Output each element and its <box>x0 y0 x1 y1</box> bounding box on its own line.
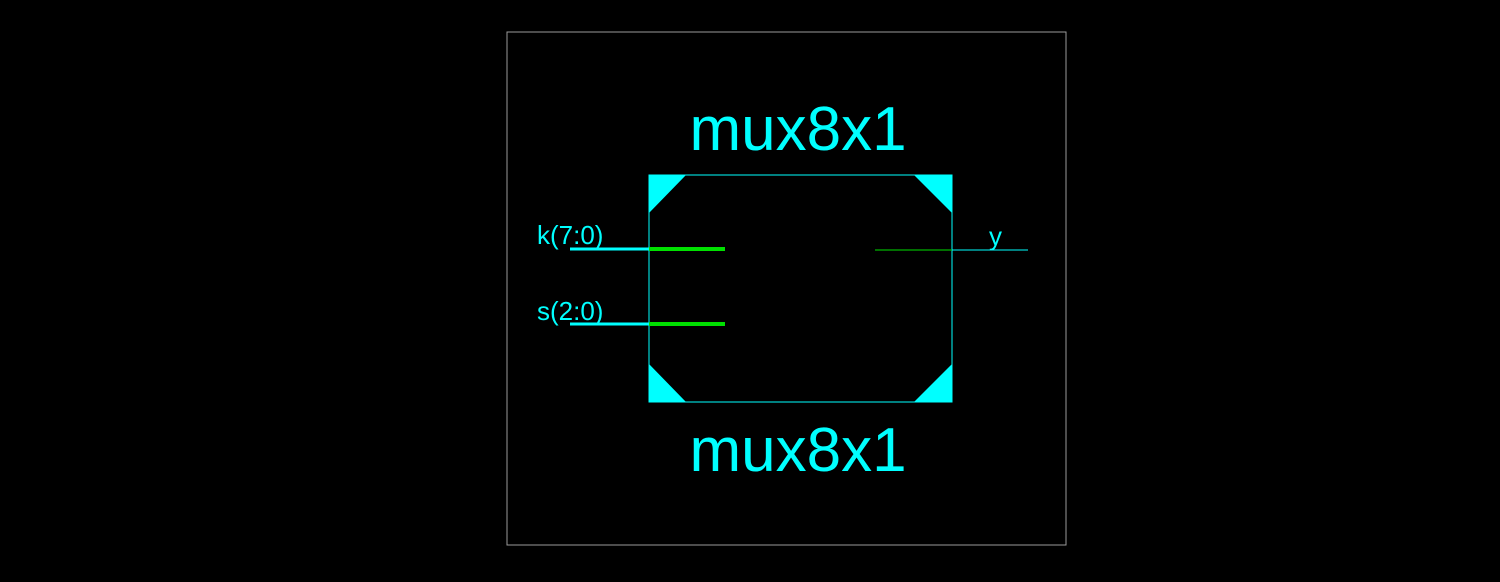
corner-bottom-left <box>649 364 686 402</box>
mux-symbol[interactable] <box>648 174 953 403</box>
pin-y-label: y <box>989 221 1002 251</box>
pin-s[interactable]: s(2:0) <box>537 296 725 326</box>
instance-name-label: mux8x1 <box>689 95 906 164</box>
pin-k[interactable]: k(7:0) <box>537 220 725 251</box>
pin-k-label: k(7:0) <box>537 220 603 250</box>
pin-s-label: s(2:0) <box>537 296 603 326</box>
cell-name-label: mux8x1 <box>689 416 906 485</box>
symbol-body <box>648 174 953 403</box>
pin-y[interactable]: y <box>875 221 1028 251</box>
corner-bottom-right <box>914 364 952 402</box>
corner-top-right <box>914 175 952 213</box>
sheet-frame <box>506 31 1067 546</box>
corner-top-left <box>649 175 686 213</box>
